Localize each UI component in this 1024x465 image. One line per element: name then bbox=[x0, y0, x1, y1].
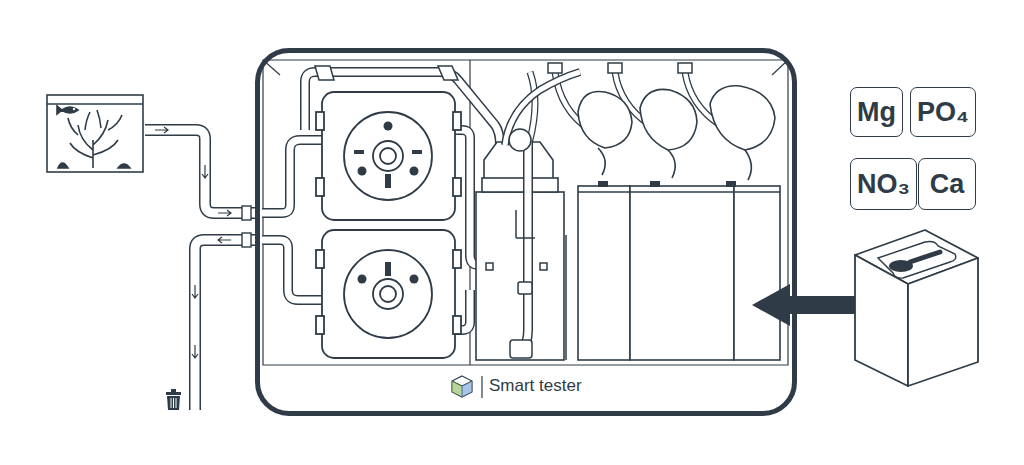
tester-housing: Smart tester bbox=[255, 48, 797, 416]
parameter-box: PO₄ bbox=[910, 87, 976, 137]
parameter-label: PO₄ bbox=[917, 99, 969, 126]
parameter-box: Ca bbox=[918, 158, 976, 210]
parameter-label: Mg bbox=[857, 99, 896, 126]
brand-name: Smart tester bbox=[486, 376, 585, 396]
parameter-label: Ca bbox=[930, 171, 965, 198]
parameter-label: NO₃ bbox=[857, 171, 910, 198]
parameter-box: NO₃ bbox=[850, 158, 917, 210]
parameter-box: Mg bbox=[850, 87, 903, 137]
